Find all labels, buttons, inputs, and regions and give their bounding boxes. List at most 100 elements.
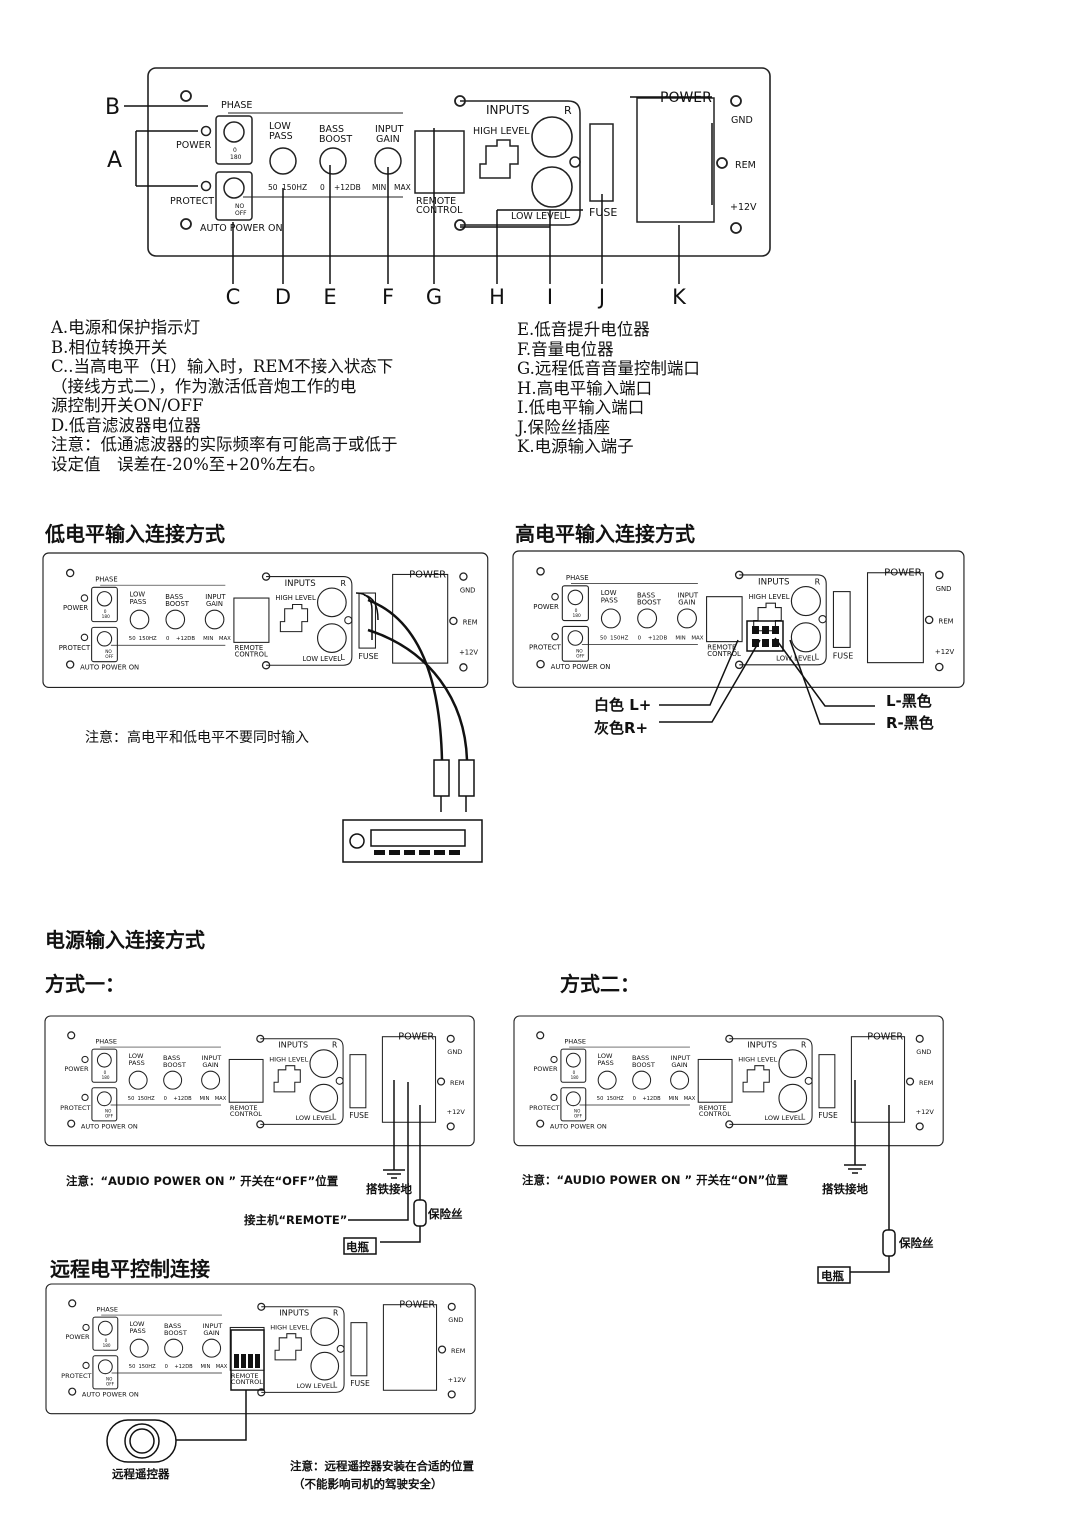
- plus12v-wire-two-b: [850, 1256, 890, 1273]
- protect-led-label: PROTECT: [60, 1104, 91, 1112]
- phase-0-label: 0: [573, 1070, 576, 1075]
- note-off: 注意：“AUDIO POWER ON ” 开关在“OFF”位置: [66, 1174, 339, 1188]
- input-gain-label-1: INPUT: [202, 1054, 223, 1062]
- low-pass-min: 50: [268, 183, 278, 192]
- legend-left-line-3: （接线方式二），作为激活低音炮工作的电: [51, 376, 357, 396]
- inputs-label: INPUTS: [747, 1040, 777, 1050]
- bass-boost-label-2: BOOST: [632, 1061, 656, 1069]
- plus12v-wire-2: [380, 1226, 421, 1243]
- low-pass-min: 50: [600, 635, 607, 641]
- left-marker: L: [815, 653, 820, 662]
- bass-boost-label-2: BOOST: [164, 1329, 188, 1337]
- legend-left-line-1: B.相位转换开关: [51, 337, 168, 357]
- legend-right-line-1: F.音量电位器: [517, 339, 614, 359]
- right-marker: R: [815, 577, 821, 586]
- callout-a-bracket: [135, 130, 198, 187]
- wire-r-black-label: R-黑色: [886, 714, 934, 732]
- rem-label: REM: [939, 618, 954, 626]
- phase-label: PHASE: [566, 574, 589, 582]
- plus12v-label: +12V: [916, 1108, 935, 1116]
- remote-cable: [176, 1390, 247, 1441]
- auto-no-label: NO: [105, 1109, 112, 1114]
- legend-right-line-4: I.低电平输入端口: [517, 398, 645, 417]
- auto-off-label: OFF: [105, 1113, 114, 1118]
- input-gain-min: MIN: [200, 1096, 210, 1102]
- bass-boost-label-1: BASS: [637, 591, 655, 599]
- remote-controller-label: 远程遥控器: [112, 1467, 170, 1481]
- input-gain-max: MAX: [691, 635, 703, 641]
- inputs-label: INPUTS: [279, 1308, 309, 1318]
- rca-cable-1: [367, 598, 444, 761]
- phase-180-label: 180: [102, 614, 110, 620]
- ground-symbol-two: [844, 1164, 866, 1174]
- left-marker: L: [340, 653, 345, 662]
- low-pass-max: 150HZ: [139, 636, 157, 642]
- fuse-one: [413, 1199, 427, 1227]
- low-level-label: LOW LEVEL: [303, 655, 342, 663]
- input-gain-max: MAX: [394, 183, 411, 192]
- low-pass-max: 150HZ: [606, 1096, 624, 1102]
- power-label: POWER: [884, 568, 922, 579]
- low-level-label: LOW LEVEL: [776, 654, 815, 662]
- legend-left-line-5: D.低音滤波器电位器: [51, 415, 201, 435]
- bass-boost-label-1: BASS: [165, 593, 183, 601]
- input-gain-min: MIN: [372, 183, 386, 192]
- fuse-label-one: 保险丝: [427, 1207, 463, 1221]
- wire-white-l: [659, 639, 739, 706]
- phase-0-label: 0: [104, 609, 107, 615]
- connector-pin: [752, 639, 759, 647]
- fuse-label: FUSE: [350, 1379, 370, 1388]
- ground-symbol: [383, 1169, 405, 1179]
- callout-e: E: [323, 285, 336, 309]
- bass-boost-label-2: BOOST: [637, 599, 662, 607]
- remote-label-2: CONTROL: [707, 650, 741, 658]
- wire-gray-r: [659, 639, 761, 723]
- bass-boost-label-1: BASS: [163, 1054, 180, 1062]
- bass-boost-max: +12DB: [648, 635, 668, 641]
- remote-controller-body: [106, 1419, 177, 1463]
- bass-boost-max: +12DB: [173, 1096, 192, 1102]
- low-level-label: LOW LEVEL: [764, 1114, 802, 1122]
- input-gain-label-2: GAIN: [671, 1061, 687, 1069]
- power-led-label: POWER: [65, 1333, 90, 1341]
- high-level-label: HIGH LEVEL: [749, 593, 790, 601]
- protect-led-label: PROTECT: [61, 1372, 92, 1380]
- callout-k: K: [672, 285, 687, 309]
- head-unit-display: [370, 829, 466, 847]
- remote-wire: [348, 1082, 409, 1221]
- remote-plug-pin: [248, 1354, 253, 1368]
- low-pass-min: 50: [129, 636, 136, 642]
- power-led-label: POWER: [176, 140, 212, 151]
- fuse-label: FUSE: [358, 652, 378, 661]
- low-pass-label-2: PASS: [129, 1327, 145, 1335]
- auto-no-label: NO: [106, 1377, 113, 1382]
- low-pass-label-2: PASS: [601, 596, 618, 604]
- low-pass-label-1: LOW: [130, 591, 146, 599]
- auto-off-label: OFF: [235, 210, 247, 217]
- power-label: POWER: [660, 90, 712, 106]
- input-gain-label-1: INPUT: [671, 1054, 692, 1062]
- bass-boost-label-1: BASS: [632, 1054, 649, 1062]
- bass-boost-min: 0: [166, 636, 170, 642]
- wire-l-black-label: L-黑色: [886, 692, 932, 710]
- auto-off-label: OFF: [106, 1381, 115, 1386]
- remote-plug: [230, 1329, 265, 1391]
- phase-180-label: 180: [572, 613, 581, 619]
- bass-boost-label-2: BOOST: [319, 134, 352, 145]
- remote-label-2: CONTROL: [231, 1378, 263, 1386]
- callout-g: G: [426, 285, 442, 309]
- low-pass-max: 150HZ: [137, 1096, 155, 1102]
- high-level-label: HIGH LEVEL: [738, 1056, 777, 1064]
- gnd-label: GND: [447, 1048, 462, 1056]
- battery-label-one: 电瓶: [346, 1240, 369, 1254]
- input-gain-max: MAX: [219, 636, 231, 642]
- power-led-label: POWER: [63, 604, 88, 612]
- protect-led-label: PROTECT: [529, 644, 562, 652]
- high-level-label: HIGH LEVEL: [275, 594, 316, 602]
- wire-white-l-label: 白色 L+: [594, 696, 651, 714]
